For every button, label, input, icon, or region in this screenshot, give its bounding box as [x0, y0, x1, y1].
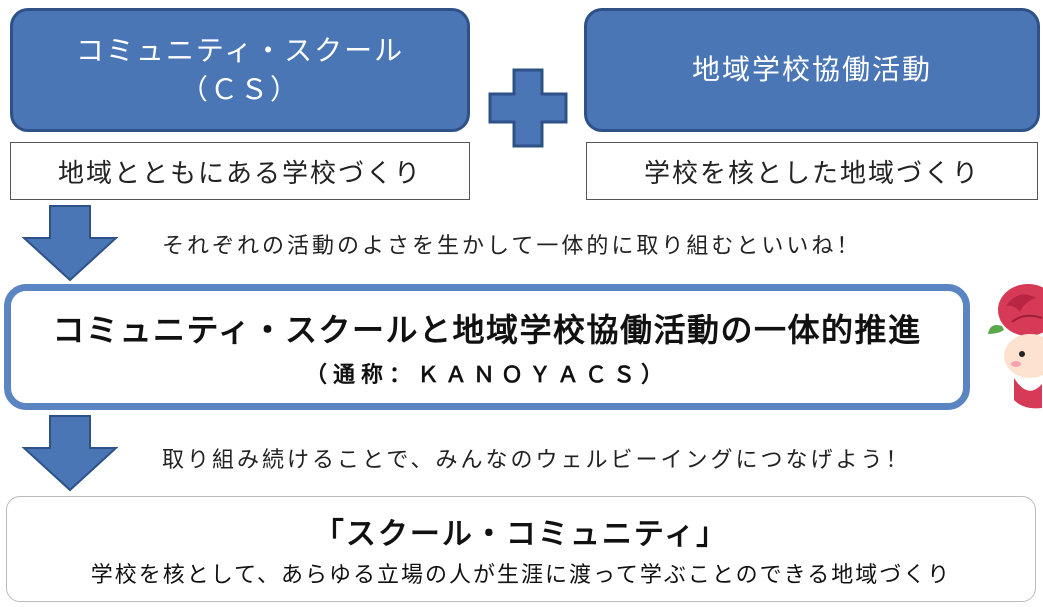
rose-mascot-icon [988, 284, 1043, 409]
integrated-promotion-title: コミュニティ・スクールと地域学校協働活動の一体的推進 [52, 311, 922, 349]
down-arrow-icon [22, 415, 118, 492]
school-community-description: 学校を核として、あらゆる立場の人が生涯に渡って学ぶことのできる地域づくり [90, 563, 952, 588]
school-community-box: 「スクール・コミュニティ」 学校を核として、あらゆる立場の人が生涯に渡って学ぶこ… [6, 496, 1036, 602]
community-school-label: コミュニティ・スクール [75, 33, 405, 67]
community-school-abbr: （ＣＳ） [179, 73, 300, 106]
community-activity-label: 地域学校協働活動 [691, 53, 932, 87]
down-arrow-icon [22, 205, 118, 282]
note-wellbeing: 取り組み続けることで、みんなのウェルビーイングにつなげよう！ [162, 448, 911, 473]
integrated-promotion-box: コミュニティ・スクールと地域学校協働活動の一体的推進 （通称：ＫＡＮＯＹＡＣＳ） [4, 284, 970, 410]
community-activity-box: 地域学校協働活動 [584, 8, 1040, 132]
community-school-box: コミュニティ・スクール （ＣＳ） [10, 8, 470, 132]
plus-icon [488, 68, 568, 148]
note-synergy: それぞれの活動のよさを生かして一体的に取り組むといいね！ [162, 234, 862, 259]
community-school-caption: 地域とともにある学校づくり [10, 142, 470, 200]
integrated-promotion-nickname: （通称：ＫＡＮＯＹＡＣＳ） [304, 363, 669, 388]
school-community-title: 「スクール・コミュニティ」 [313, 517, 729, 552]
community-activity-caption: 学校を核とした地域づくり [586, 142, 1038, 200]
